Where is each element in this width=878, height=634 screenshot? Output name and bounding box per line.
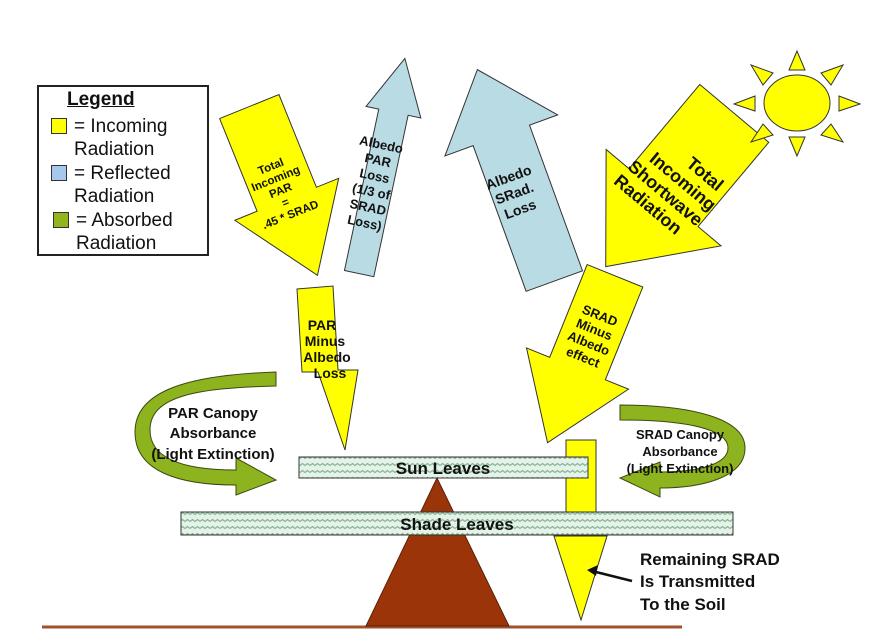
par-minus-line: Loss [314, 365, 347, 381]
srad-absorbance-line: Absorbance [642, 444, 717, 459]
shade-leaves-label: Shade Leaves [400, 515, 513, 534]
par-minus-arrow [296, 285, 359, 451]
legend-item-label: = Absorbed [76, 210, 173, 231]
par-minus-line: Albedo [303, 349, 350, 365]
legend: Legend = Incoming Radiation = Reflected … [37, 85, 209, 256]
sun-leaves-bar [298, 456, 589, 479]
albedo-par-line: PAR [363, 150, 393, 170]
soil-note-line: Is Transmitted [640, 572, 755, 591]
sun-icon [732, 49, 862, 158]
soil-note-pointer [591, 569, 633, 583]
par-absorbance-line: Absorbance [170, 425, 257, 442]
legend-item-label: Radiation [74, 186, 155, 207]
incoming-swatch [51, 118, 67, 134]
par-minus-line: Minus [305, 333, 346, 349]
srad-absorbance-line: SRAD Canopy [636, 427, 725, 442]
albedo-srad-arrow [444, 68, 584, 292]
srad-minus-arrow [525, 263, 644, 444]
albedo-par-arrow [343, 57, 422, 278]
reflected-swatch [51, 165, 67, 181]
srad-absorbance-label: SRAD Canopy Absorbance (Light Extinction… [627, 427, 734, 476]
legend-title: Legend [67, 89, 135, 110]
albedo-srad-label: Albedo SRad. Loss [483, 162, 538, 223]
albedo-par-line: SRAD [348, 196, 387, 218]
srad-absorbance-line: (Light Extinction) [627, 461, 734, 476]
albedo-par-line: Loss) [346, 212, 383, 234]
albedo-par-line: Loss [358, 165, 391, 186]
sun-leaves-label: Sun Leaves [396, 459, 491, 478]
legend-item-label: Radiation [74, 139, 155, 160]
shade-leaves-bar [180, 511, 734, 536]
soil-note-line: To the Soil [640, 595, 726, 614]
trunk-triangle [365, 476, 510, 627]
srad-absorbance-arrow [618, 404, 746, 498]
pointer-arrowhead [587, 565, 598, 576]
legend-item-label: = Reflected [74, 163, 171, 184]
absorbed-swatch [53, 212, 69, 228]
total-srad-arrow [605, 83, 770, 268]
total-par-arrow [218, 93, 340, 277]
par-absorbance-label: PAR Canopy Absorbance (Light Extinction) [151, 405, 274, 463]
par-absorbance-arrow [134, 371, 278, 496]
par-absorbance-line: PAR Canopy [168, 405, 258, 422]
legend-item-label: Radiation [76, 233, 157, 254]
soil-note-line: Remaining SRAD [640, 550, 780, 569]
total-par-line: = [280, 196, 291, 210]
albedo-par-label: Albedo PAR Loss (1/3 of SRAD Loss) [346, 133, 404, 234]
par-minus-line: PAR [308, 317, 337, 333]
par-minus-label: PAR Minus Albedo Loss [303, 317, 350, 381]
legend-item-label: = Incoming [74, 116, 168, 137]
transmitted-arrow [553, 535, 608, 622]
par-absorbance-line: (Light Extinction) [151, 446, 274, 463]
soil-note: Remaining SRAD Is Transmitted To the Soi… [640, 550, 780, 614]
